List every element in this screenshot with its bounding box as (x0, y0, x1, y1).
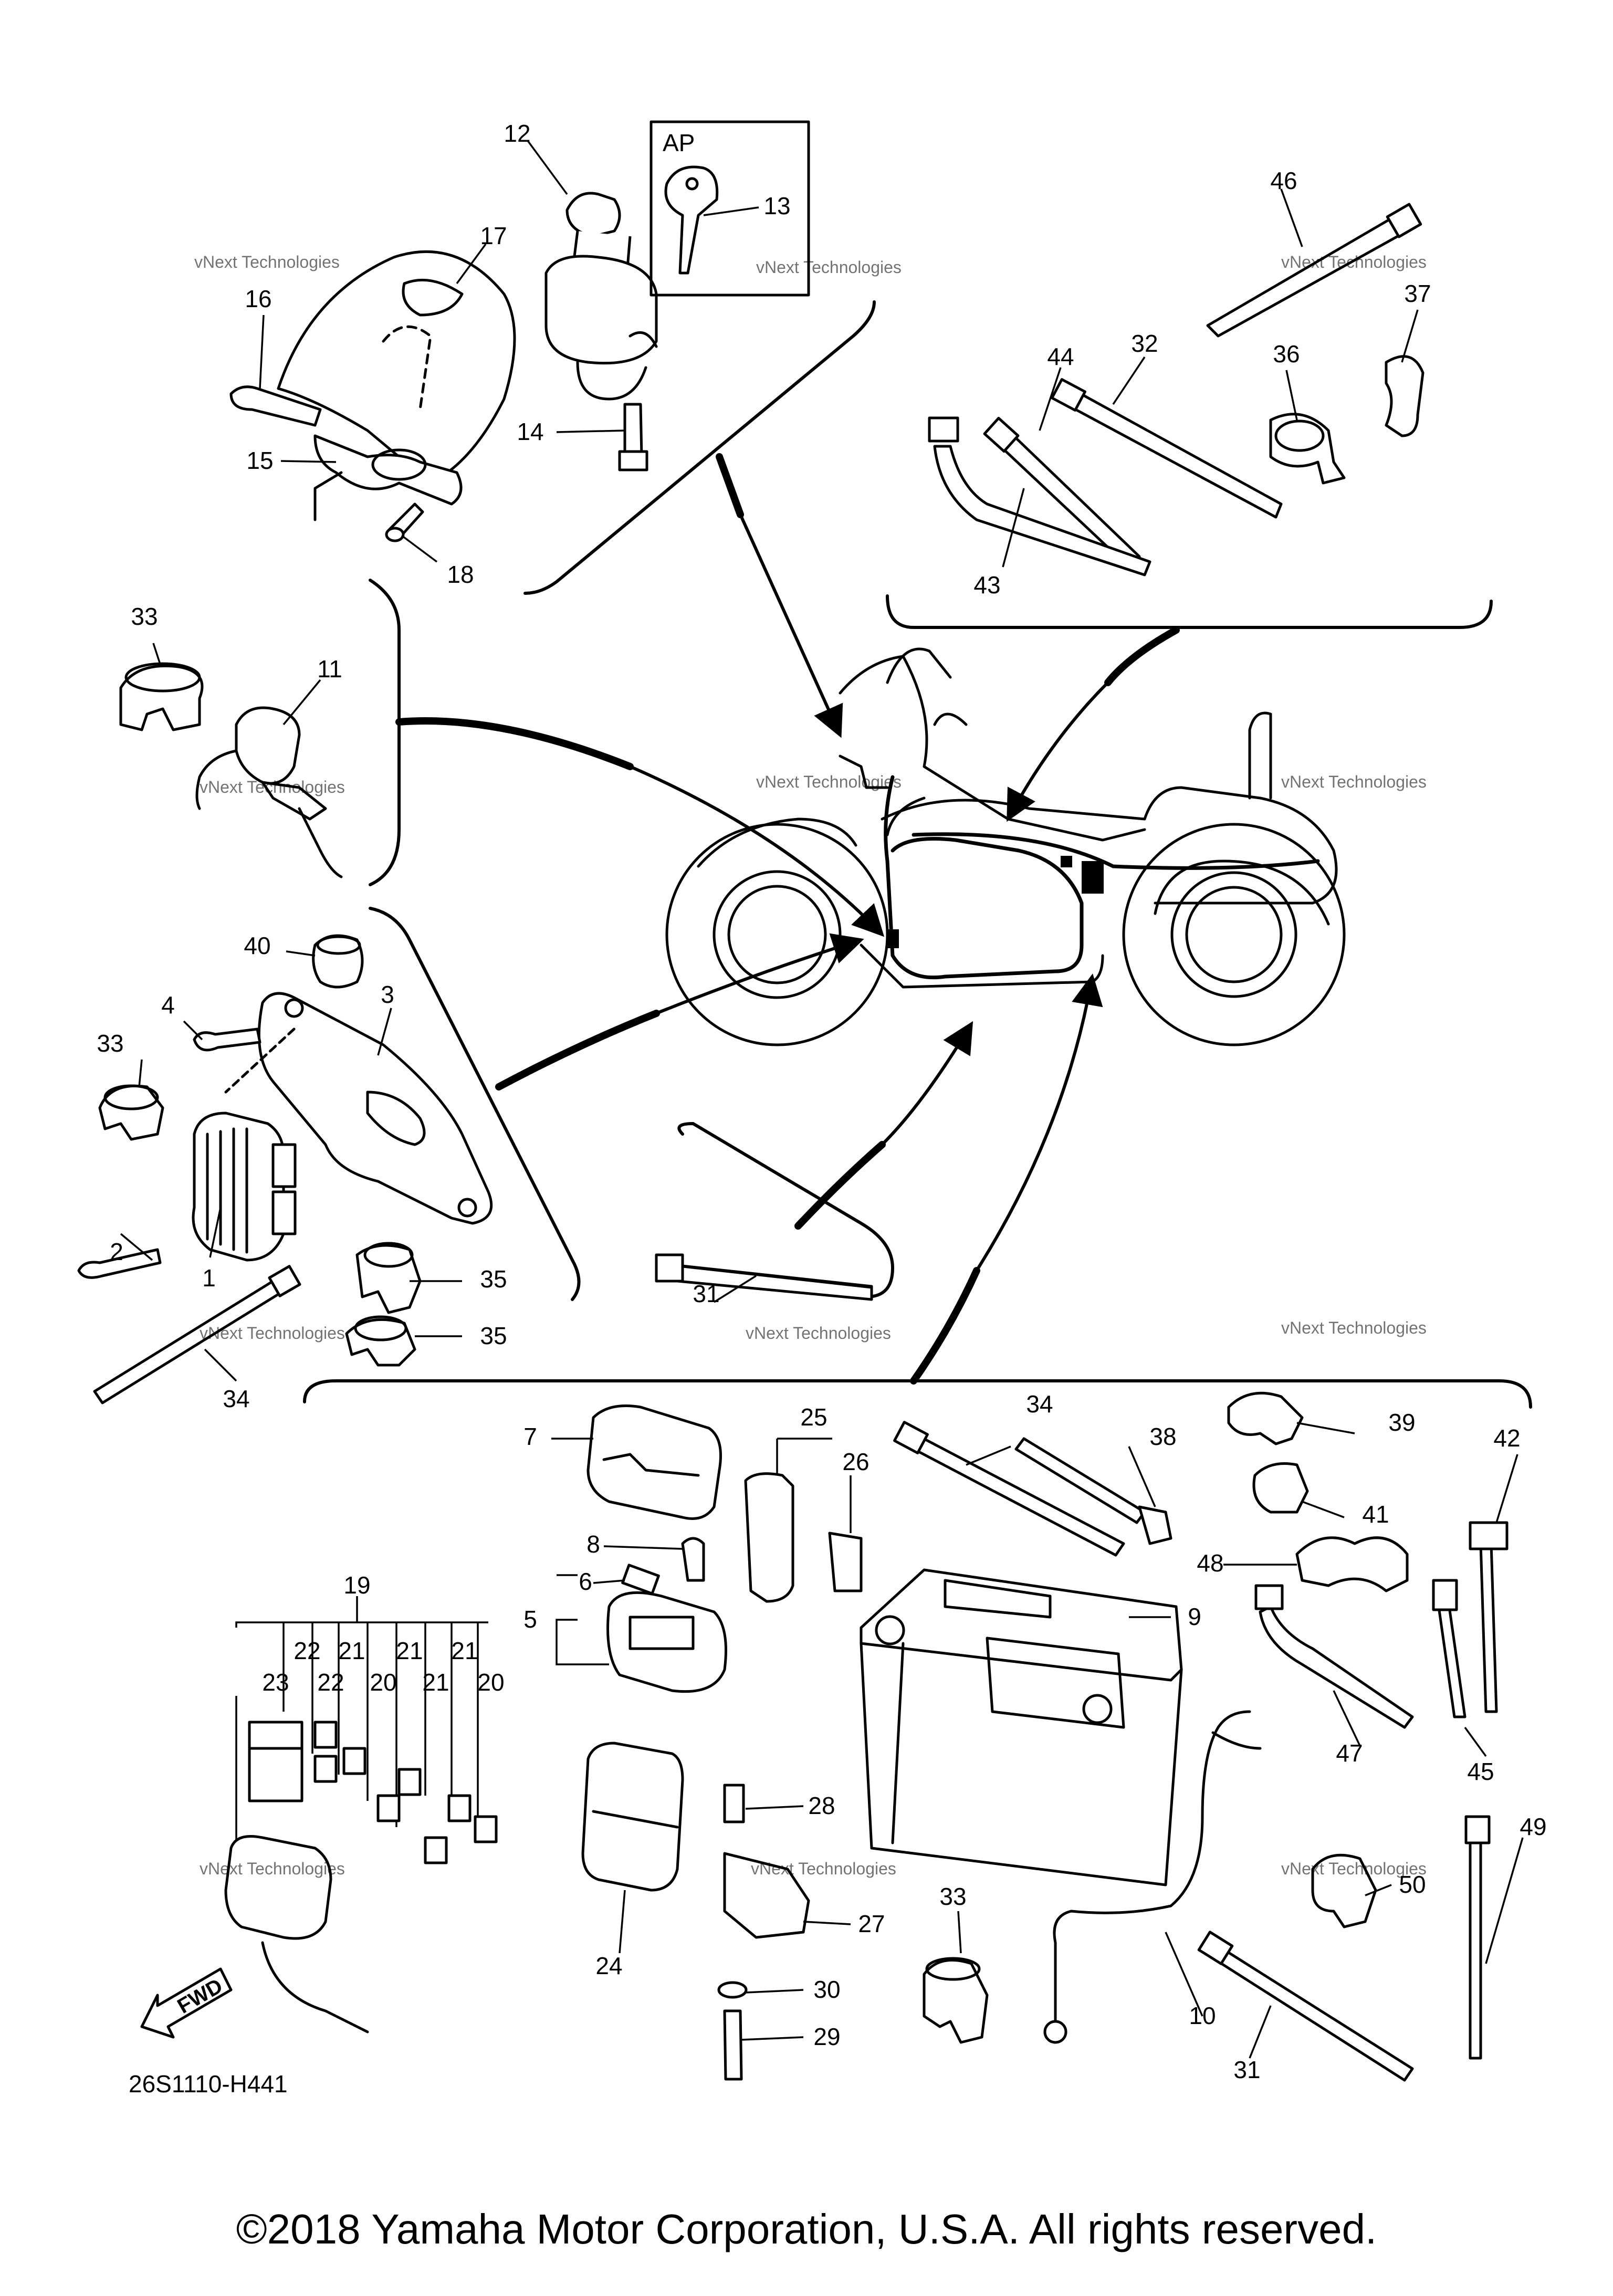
callout-15: 15 (246, 447, 273, 474)
callout-2: 2 (110, 1238, 123, 1265)
callout-6: 6 (579, 1568, 592, 1595)
callout-38: 38 (1149, 1423, 1176, 1450)
cable-ties-top-right (928, 203, 1425, 576)
callout-41: 41 (1362, 1501, 1389, 1528)
callout-28: 28 (808, 1792, 835, 1819)
main-switch-group (229, 192, 658, 542)
callout-42: 42 (1493, 1424, 1520, 1452)
inset-ap-label: AP (663, 129, 695, 156)
callout-22-b: 22 (317, 1669, 344, 1696)
svg-text:vNext Technologies: vNext Technologies (200, 1859, 345, 1878)
callout-23: 23 (262, 1669, 289, 1696)
callout-37: 37 (1404, 280, 1431, 307)
drawing-number: 26S1110-H441 (129, 2070, 288, 2098)
callout-4: 4 (161, 991, 175, 1019)
electrical-bottom-group (581, 1391, 1509, 2082)
callout-17: 17 (480, 222, 507, 249)
callout-40: 40 (244, 932, 270, 959)
svg-text:vNext Technologies: vNext Technologies (1281, 253, 1427, 271)
svg-text:vNext Technologies: vNext Technologies (746, 1324, 891, 1343)
callout-43: 43 (973, 571, 1000, 599)
motorcycle-outline (665, 647, 1346, 1046)
callout-11: 11 (317, 655, 342, 683)
leader-arrows (395, 453, 1180, 1385)
callout-19: 19 (343, 1571, 370, 1599)
rectifier-group (77, 934, 493, 1404)
callout-8: 8 (586, 1530, 600, 1558)
callout-27: 27 (858, 1910, 885, 1937)
svg-text:vNext Technologies: vNext Technologies (751, 1859, 896, 1878)
watermarks: vNext Technologies vNext Technologies vN… (194, 253, 1427, 1878)
switch-group-left (119, 662, 343, 878)
callout-26: 26 (842, 1448, 869, 1475)
svg-text:vNext Technologies: vNext Technologies (1281, 772, 1427, 791)
callout-34-b: 34 (1026, 1390, 1053, 1418)
svg-text:vNext Technologies: vNext Technologies (756, 772, 902, 791)
callout-31-b: 31 (1233, 2056, 1260, 2083)
svg-text:vNext Technologies: vNext Technologies (194, 253, 340, 271)
callout-22-a: 22 (294, 1637, 320, 1664)
svg-text:vNext Technologies: vNext Technologies (200, 778, 345, 796)
callout-14: 14 (517, 418, 543, 445)
callout-5: 5 (523, 1606, 537, 1633)
callout-33-b: 33 (97, 1030, 123, 1057)
callout-20-b: 20 (477, 1669, 504, 1696)
callout-31-a: 31 (693, 1280, 719, 1307)
callout-7: 7 (523, 1423, 537, 1450)
callout-10: 10 (1189, 2002, 1216, 2029)
callout-21-b: 21 (396, 1637, 423, 1664)
callout-25: 25 (800, 1403, 827, 1431)
callout-labels: 12 13 17 16 14 15 18 46 37 44 32 36 43 3… (97, 120, 1546, 2083)
callout-48: 48 (1197, 1549, 1223, 1577)
callout-29: 29 (813, 2023, 840, 2050)
callout-32: 32 (1131, 330, 1158, 357)
callout-30: 30 (813, 1976, 840, 2003)
callout-21-a: 21 (338, 1637, 365, 1664)
wire-harness (839, 754, 1320, 980)
fuse-box-group: FWD (140, 1596, 498, 2039)
section-brackets (303, 300, 1532, 1409)
ap-key-inset: AP (650, 120, 810, 297)
callout-16: 16 (245, 285, 271, 312)
callout-33-a: 33 (131, 603, 158, 630)
callout-3: 3 (381, 981, 394, 1008)
callout-13: 13 (763, 192, 790, 219)
callout-45: 45 (1467, 1758, 1494, 1785)
callout-35-a: 35 (480, 1265, 507, 1293)
callout-21-c: 21 (451, 1637, 478, 1664)
callout-33-c: 33 (939, 1883, 966, 1910)
center-tie (655, 1253, 873, 1301)
callout-18: 18 (447, 561, 474, 588)
callout-50: 50 (1399, 1871, 1426, 1898)
svg-text:vNext Technologies: vNext Technologies (756, 258, 902, 277)
callout-20-a: 20 (370, 1669, 396, 1696)
callout-36: 36 (1273, 340, 1300, 368)
callout-46: 46 (1270, 167, 1297, 194)
svg-text:vNext Technologies: vNext Technologies (1281, 1859, 1427, 1878)
callout-34-a: 34 (223, 1385, 249, 1412)
svg-text:vNext Technologies: vNext Technologies (200, 1324, 345, 1343)
callout-35-b: 35 (480, 1322, 507, 1349)
callout-12: 12 (504, 120, 530, 147)
callout-39: 39 (1388, 1409, 1415, 1436)
callout-49: 49 (1520, 1813, 1546, 1840)
callout-44: 44 (1047, 343, 1074, 370)
callout-47: 47 (1336, 1739, 1363, 1767)
callout-24: 24 (595, 1952, 622, 1979)
callout-21-d: 21 (422, 1669, 449, 1696)
svg-text:vNext Technologies: vNext Technologies (1281, 1318, 1427, 1337)
copyright-notice: ©2018 Yamaha Motor Corporation, U.S.A. A… (236, 2206, 1377, 2252)
callout-9: 9 (1188, 1603, 1201, 1630)
callout-leaders (120, 140, 1524, 2059)
callout-1: 1 (202, 1264, 216, 1292)
